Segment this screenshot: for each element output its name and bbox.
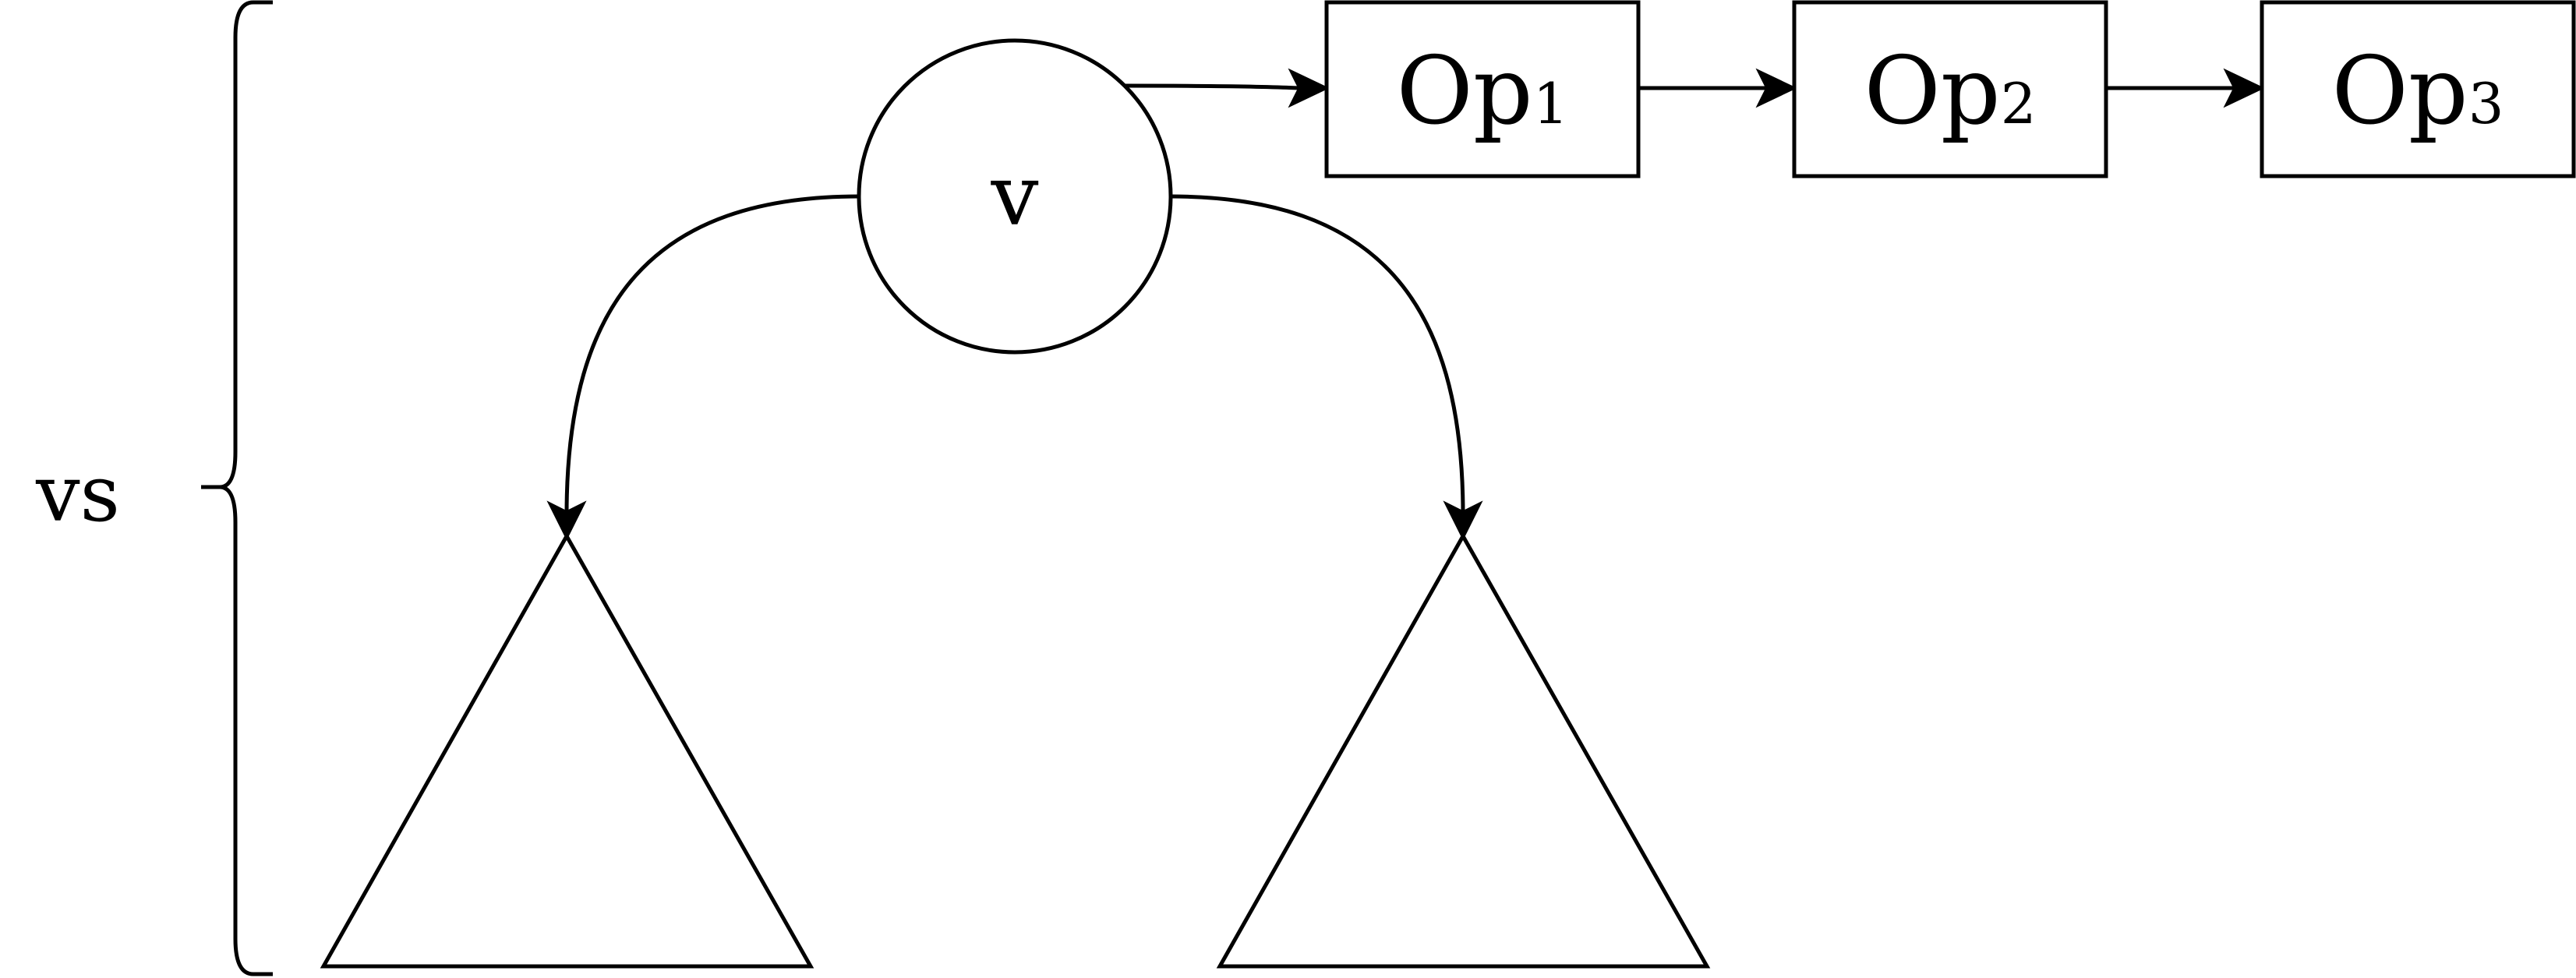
op-box-3: Op3	[2260, 0, 2576, 178]
op-box-1: Op1	[1324, 0, 1641, 178]
node-v: v	[857, 38, 1173, 355]
op-2-subscript: 2	[2001, 71, 2037, 136]
svg-text:Op1: Op1	[1396, 37, 1568, 146]
edge-v-to-op1	[1125, 83, 1301, 90]
brace-label: vs	[35, 448, 120, 539]
arrowhead-op2	[1755, 68, 1797, 108]
right-subtree-triangle	[1216, 531, 1711, 969]
op-box-2: Op2	[1792, 0, 2108, 178]
op-3-name: Op	[2331, 37, 2468, 146]
op-2-name: Op	[1864, 37, 2000, 146]
edge-v-to-right-subtree	[1170, 194, 1465, 515]
arrowhead-left-subtree	[546, 500, 587, 541]
arrowhead-op1	[1288, 68, 1330, 108]
svg-text:Op3: Op3	[2331, 37, 2504, 146]
curly-brace	[201, 0, 273, 976]
arrowhead-op3	[2223, 68, 2265, 108]
left-subtree-triangle	[320, 531, 814, 969]
arrowhead-right-subtree	[1443, 500, 1483, 541]
op-3-subscript: 3	[2468, 71, 2504, 136]
node-v-label: v	[990, 147, 1038, 245]
op-1-name: Op	[1396, 37, 1532, 146]
op-1-subscript: 1	[1533, 71, 1569, 136]
edge-v-to-left-subtree	[564, 194, 860, 515]
svg-text:Op2: Op2	[1864, 37, 2036, 146]
